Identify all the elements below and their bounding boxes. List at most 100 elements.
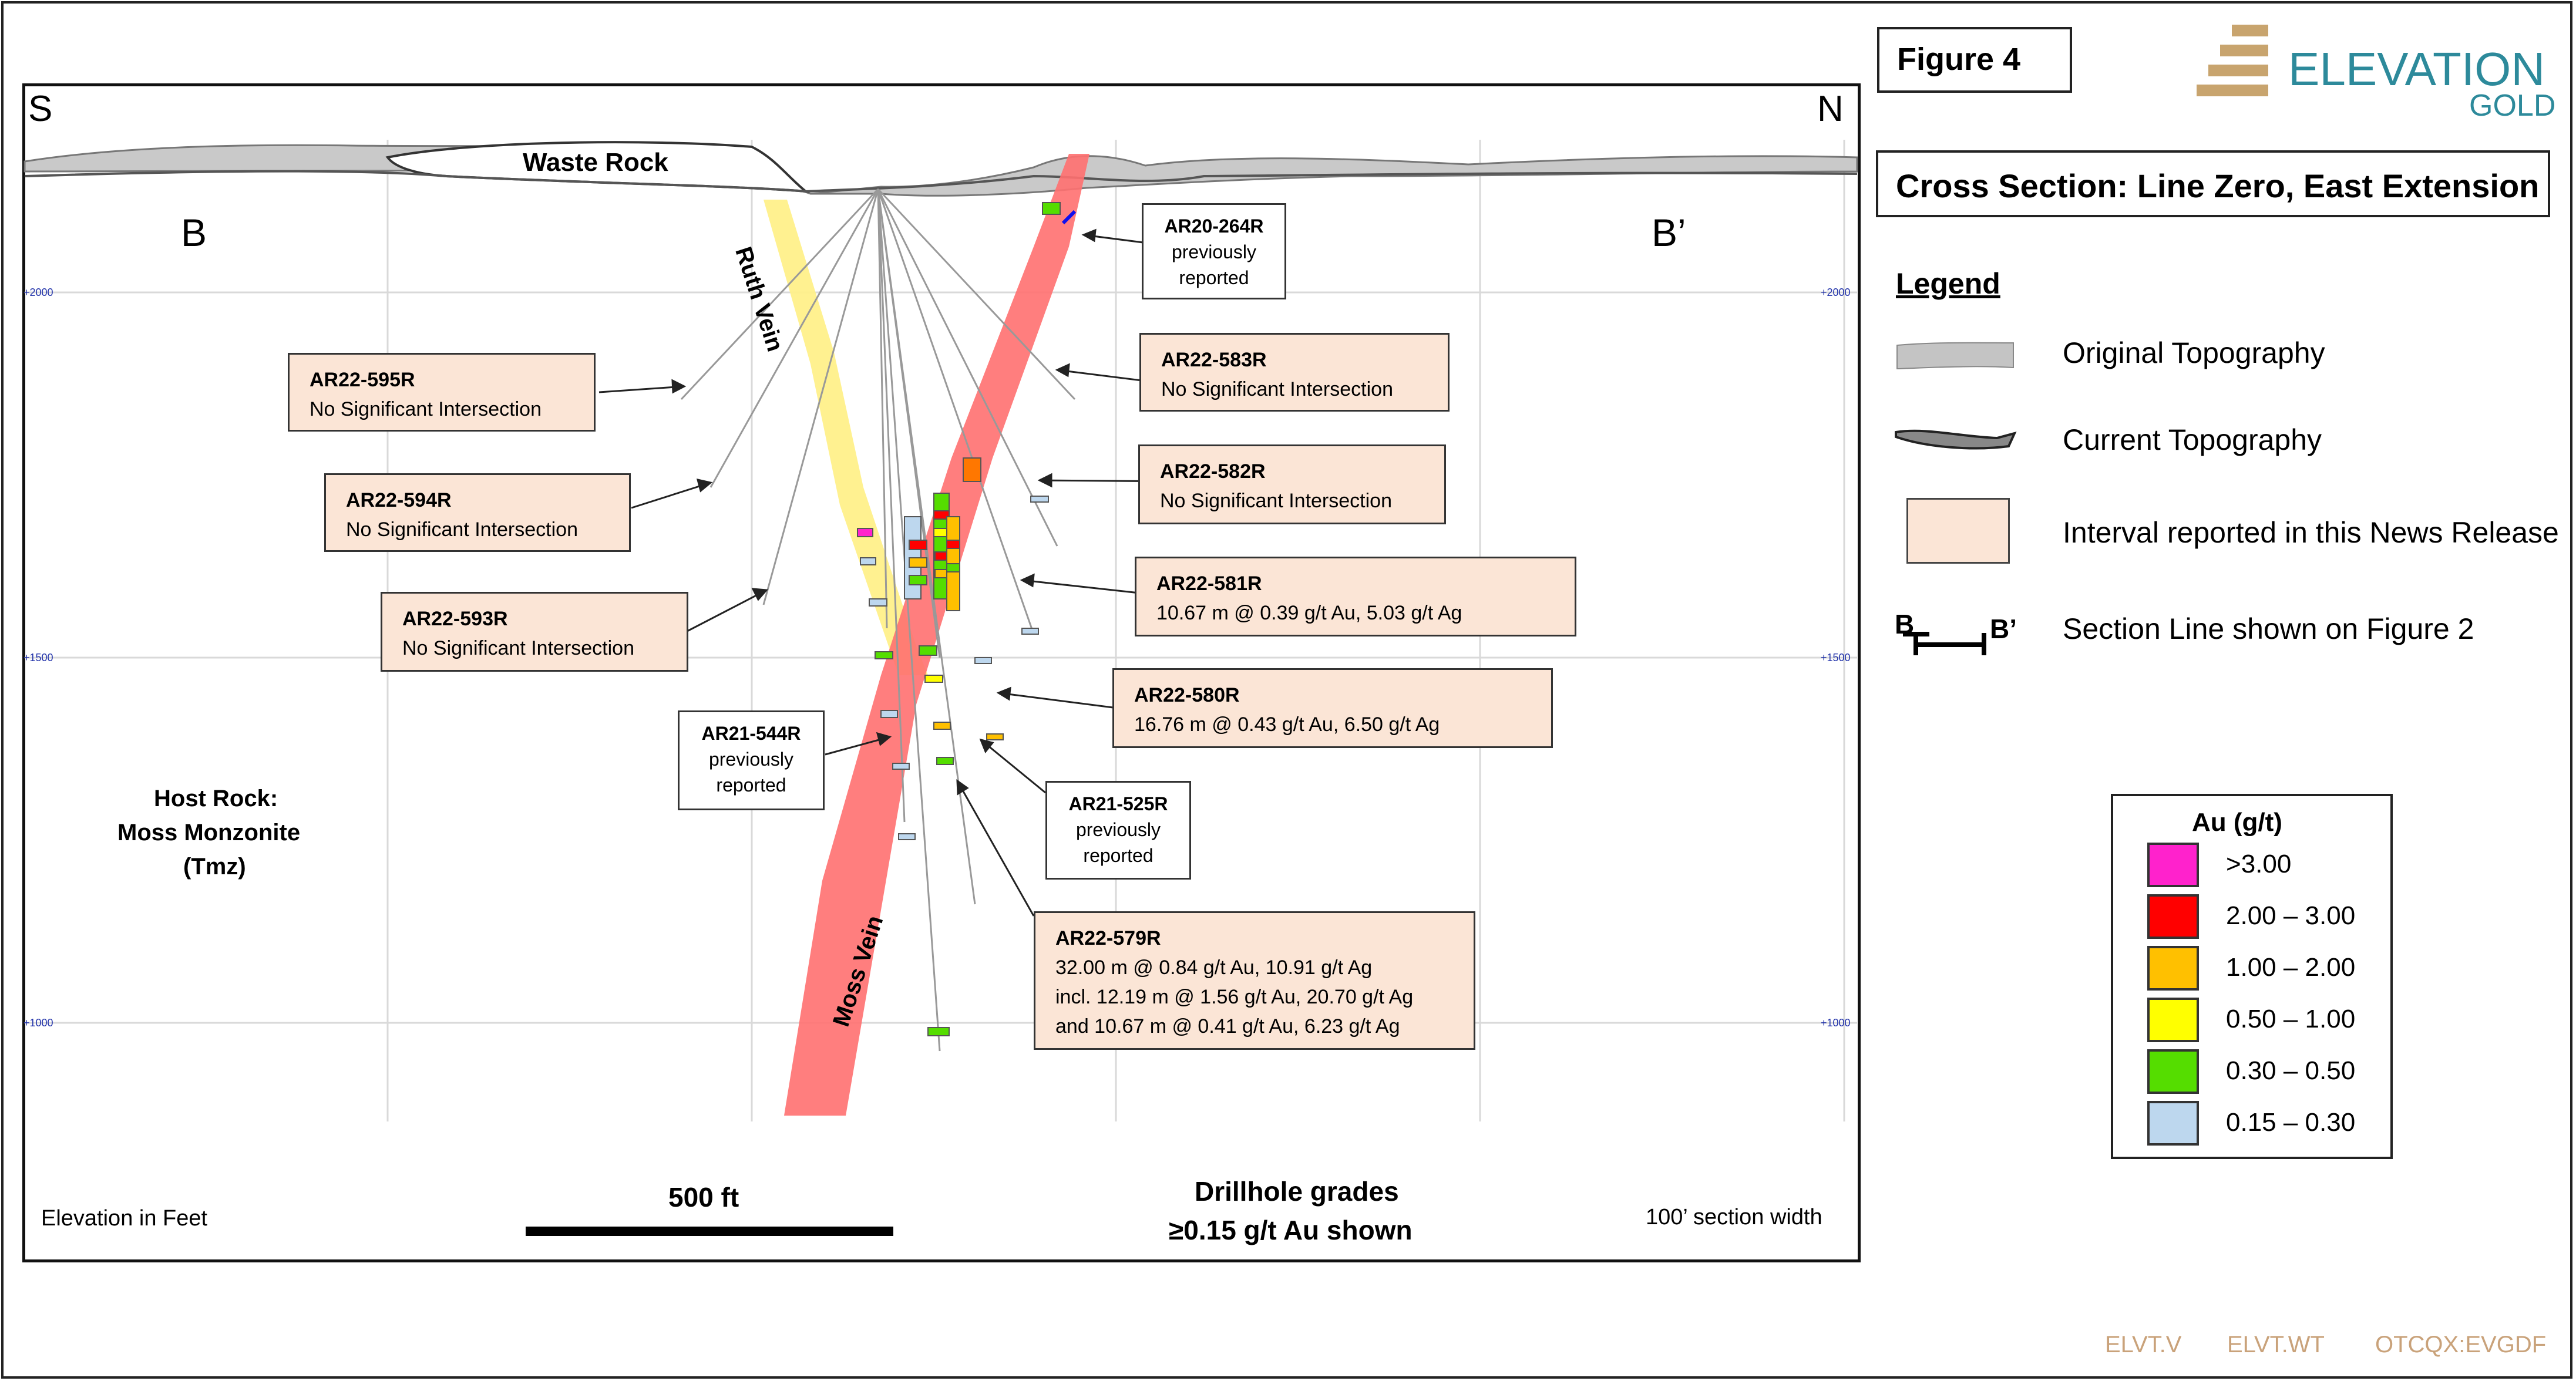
hole-id: AR22-580R — [1134, 684, 1240, 706]
drill-holes — [680, 188, 1076, 1052]
hole-id: AR22-594R — [346, 489, 452, 511]
legend-section-line: Section Line shown on Figure 2 — [2063, 612, 2474, 645]
elevation-tick-right-1500: +1500 — [1821, 652, 1851, 663]
hole-note-line1: previously — [708, 749, 794, 770]
hole-id: AR21-525R — [1068, 793, 1168, 814]
host-rock-line1: Host Rock: — [154, 786, 278, 811]
hole-result: No Significant Intersection — [402, 637, 634, 659]
grid-lines — [25, 140, 1857, 1121]
callout-ar22-581r: AR22-581R 10.67 m @ 0.39 g/t Au, 5.03 g/… — [1135, 557, 1576, 636]
topography-line — [24, 170, 1858, 193]
elevation-note: Elevation in Feet — [41, 1206, 208, 1231]
ticker-warrants: ELVT.WT — [2227, 1332, 2325, 1358]
waste-rock-label: Waste Rock — [523, 148, 668, 177]
callout-ar22-582r: AR22-582R No Significant Intersection — [1138, 444, 1446, 524]
grade-label: 1.00 – 2.00 — [2226, 953, 2356, 982]
legend-section-sym-left: B — [1895, 609, 1915, 639]
title-box: Cross Section: Line Zero, East Extension — [1876, 150, 2550, 217]
ticker-otcqx: OTCQX:EVGDF — [2375, 1332, 2547, 1358]
logo-mark — [2197, 25, 2268, 96]
hole-note-line2: reported — [1083, 845, 1154, 866]
elevation-tick-right-1000: +1000 — [1821, 1017, 1851, 1029]
leader-arrows — [598, 228, 1199, 917]
hole-id: AR22-579R — [1055, 927, 1161, 949]
hole-id: AR22-582R — [1160, 460, 1266, 483]
hole-id: AR22-581R — [1156, 572, 1262, 595]
grade-swatch — [2147, 1101, 2199, 1146]
grade-swatch — [2147, 946, 2199, 991]
elevation-tick-left-1500: +1500 — [23, 652, 53, 663]
callout-ar21-544r: AR21-544R previously reported — [678, 710, 825, 810]
grade-label: 2.00 – 3.00 — [2226, 901, 2356, 930]
hole-note-line2: reported — [716, 774, 786, 796]
section-frame — [22, 83, 1861, 1262]
hole-result-line1: 32.00 m @ 0.84 g/t Au, 10.91 g/t Ag — [1055, 956, 1373, 979]
compass-north: N — [1817, 89, 1844, 129]
callout-ar22-583r: AR22-583R No Significant Intersection — [1139, 333, 1450, 412]
section-width-note: 100’ section width — [1646, 1205, 1822, 1230]
hole-result-line3: and 10.67 m @ 0.41 g/t Au, 6.23 g/t Ag — [1055, 1015, 1400, 1038]
hole-result: No Significant Intersection — [346, 518, 578, 541]
elevation-tick-left-2000: +2000 — [23, 287, 53, 298]
grade-label: 0.30 – 0.50 — [2226, 1056, 2356, 1085]
hole-id: AR20-264R — [1164, 215, 1264, 237]
grade-intervals — [857, 202, 1077, 1036]
callout-ar22-594r: AR22-594R No Significant Intersection — [324, 473, 631, 552]
compass-south: S — [28, 89, 53, 129]
legend-interval-swatch — [1906, 498, 2010, 564]
logo-word1: ELEVATION — [2288, 43, 2545, 95]
legend-original-topo-swatch — [1896, 342, 2014, 370]
grades-note-line2: ≥0.15 g/t Au shown — [1169, 1215, 1413, 1245]
hole-note-line1: previously — [1171, 241, 1257, 262]
host-rock-line2: Moss Monzonite — [117, 820, 301, 846]
grades-note-line1: Drillhole grades — [1195, 1176, 1399, 1207]
callout-ar22-595r: AR22-595R No Significant Intersection — [288, 353, 596, 432]
figure-label-box: Figure 4 — [1877, 27, 2072, 93]
section-title: Cross Section: Line Zero, East Extension — [1896, 167, 2540, 204]
scale-label: 500 ft — [668, 1182, 739, 1212]
section-line-symbol — [1903, 632, 1986, 655]
elevation-tick-right-2000: +2000 — [1821, 287, 1851, 298]
hole-id: AR22-595R — [310, 369, 415, 391]
grade-label: 0.15 – 0.30 — [2226, 1108, 2356, 1137]
hole-result: 10.67 m @ 0.39 g/t Au, 5.03 g/t Ag — [1156, 602, 1462, 624]
callout-ar21-525r: AR21-525R previously reported — [1045, 781, 1191, 880]
hole-id: AR22-593R — [402, 608, 508, 630]
callout-ar20-264r: AR20-264R previously reported — [1142, 203, 1286, 299]
callout-ar22-593r: AR22-593R No Significant Intersection — [381, 592, 688, 672]
callout-ar22-580r: AR22-580R 16.76 m @ 0.43 g/t Au, 6.50 g/… — [1112, 668, 1553, 748]
legend-heading: Legend — [1896, 267, 2000, 300]
legend-section-sym-right: B’ — [1990, 614, 2017, 644]
section-point-b-prime: B’ — [1652, 211, 1686, 254]
hole-result: No Significant Intersection — [1161, 378, 1393, 400]
elevation-tick-left-1000: +1000 — [23, 1017, 53, 1029]
host-rock-line3: (Tmz) — [183, 854, 246, 880]
grade-swatch — [2147, 1049, 2199, 1094]
ticker-tsxv: ELVT.V — [2105, 1332, 2182, 1358]
grade-label: >3.00 — [2226, 850, 2292, 878]
logo-word2: GOLD — [2469, 89, 2556, 123]
hole-result-line2: incl. 12.19 m @ 1.56 g/t Au, 20.70 g/t A… — [1055, 986, 1414, 1008]
legend-current-topo-swatch — [1895, 429, 2017, 450]
figure-label: Figure 4 — [1897, 42, 2021, 77]
grade-scale-title: Au (g/t) — [2192, 808, 2282, 837]
legend-current-topography: Current Topography — [2063, 423, 2322, 456]
hole-result: No Significant Intersection — [310, 398, 542, 420]
hole-result: No Significant Intersection — [1160, 490, 1392, 512]
section-point-b: B — [181, 211, 207, 254]
callout-ar22-579r: AR22-579R 32.00 m @ 0.84 g/t Au, 10.91 g… — [1034, 911, 1475, 1050]
legend-interval-reported: Interval reported in this News Release — [2063, 516, 2559, 549]
hole-result: 16.76 m @ 0.43 g/t Au, 6.50 g/t Ag — [1134, 713, 1440, 736]
ruth-vein — [764, 200, 928, 675]
hole-note-line2: reported — [1179, 267, 1249, 288]
scale-bar — [526, 1227, 893, 1236]
grade-label: 0.50 – 1.00 — [2226, 1005, 2356, 1033]
grade-swatch — [2147, 843, 2199, 887]
grade-swatch — [2147, 998, 2199, 1042]
hole-id: AR21-544R — [701, 723, 801, 744]
legend-original-topography: Original Topography — [2063, 336, 2325, 369]
grade-swatch — [2147, 894, 2199, 939]
